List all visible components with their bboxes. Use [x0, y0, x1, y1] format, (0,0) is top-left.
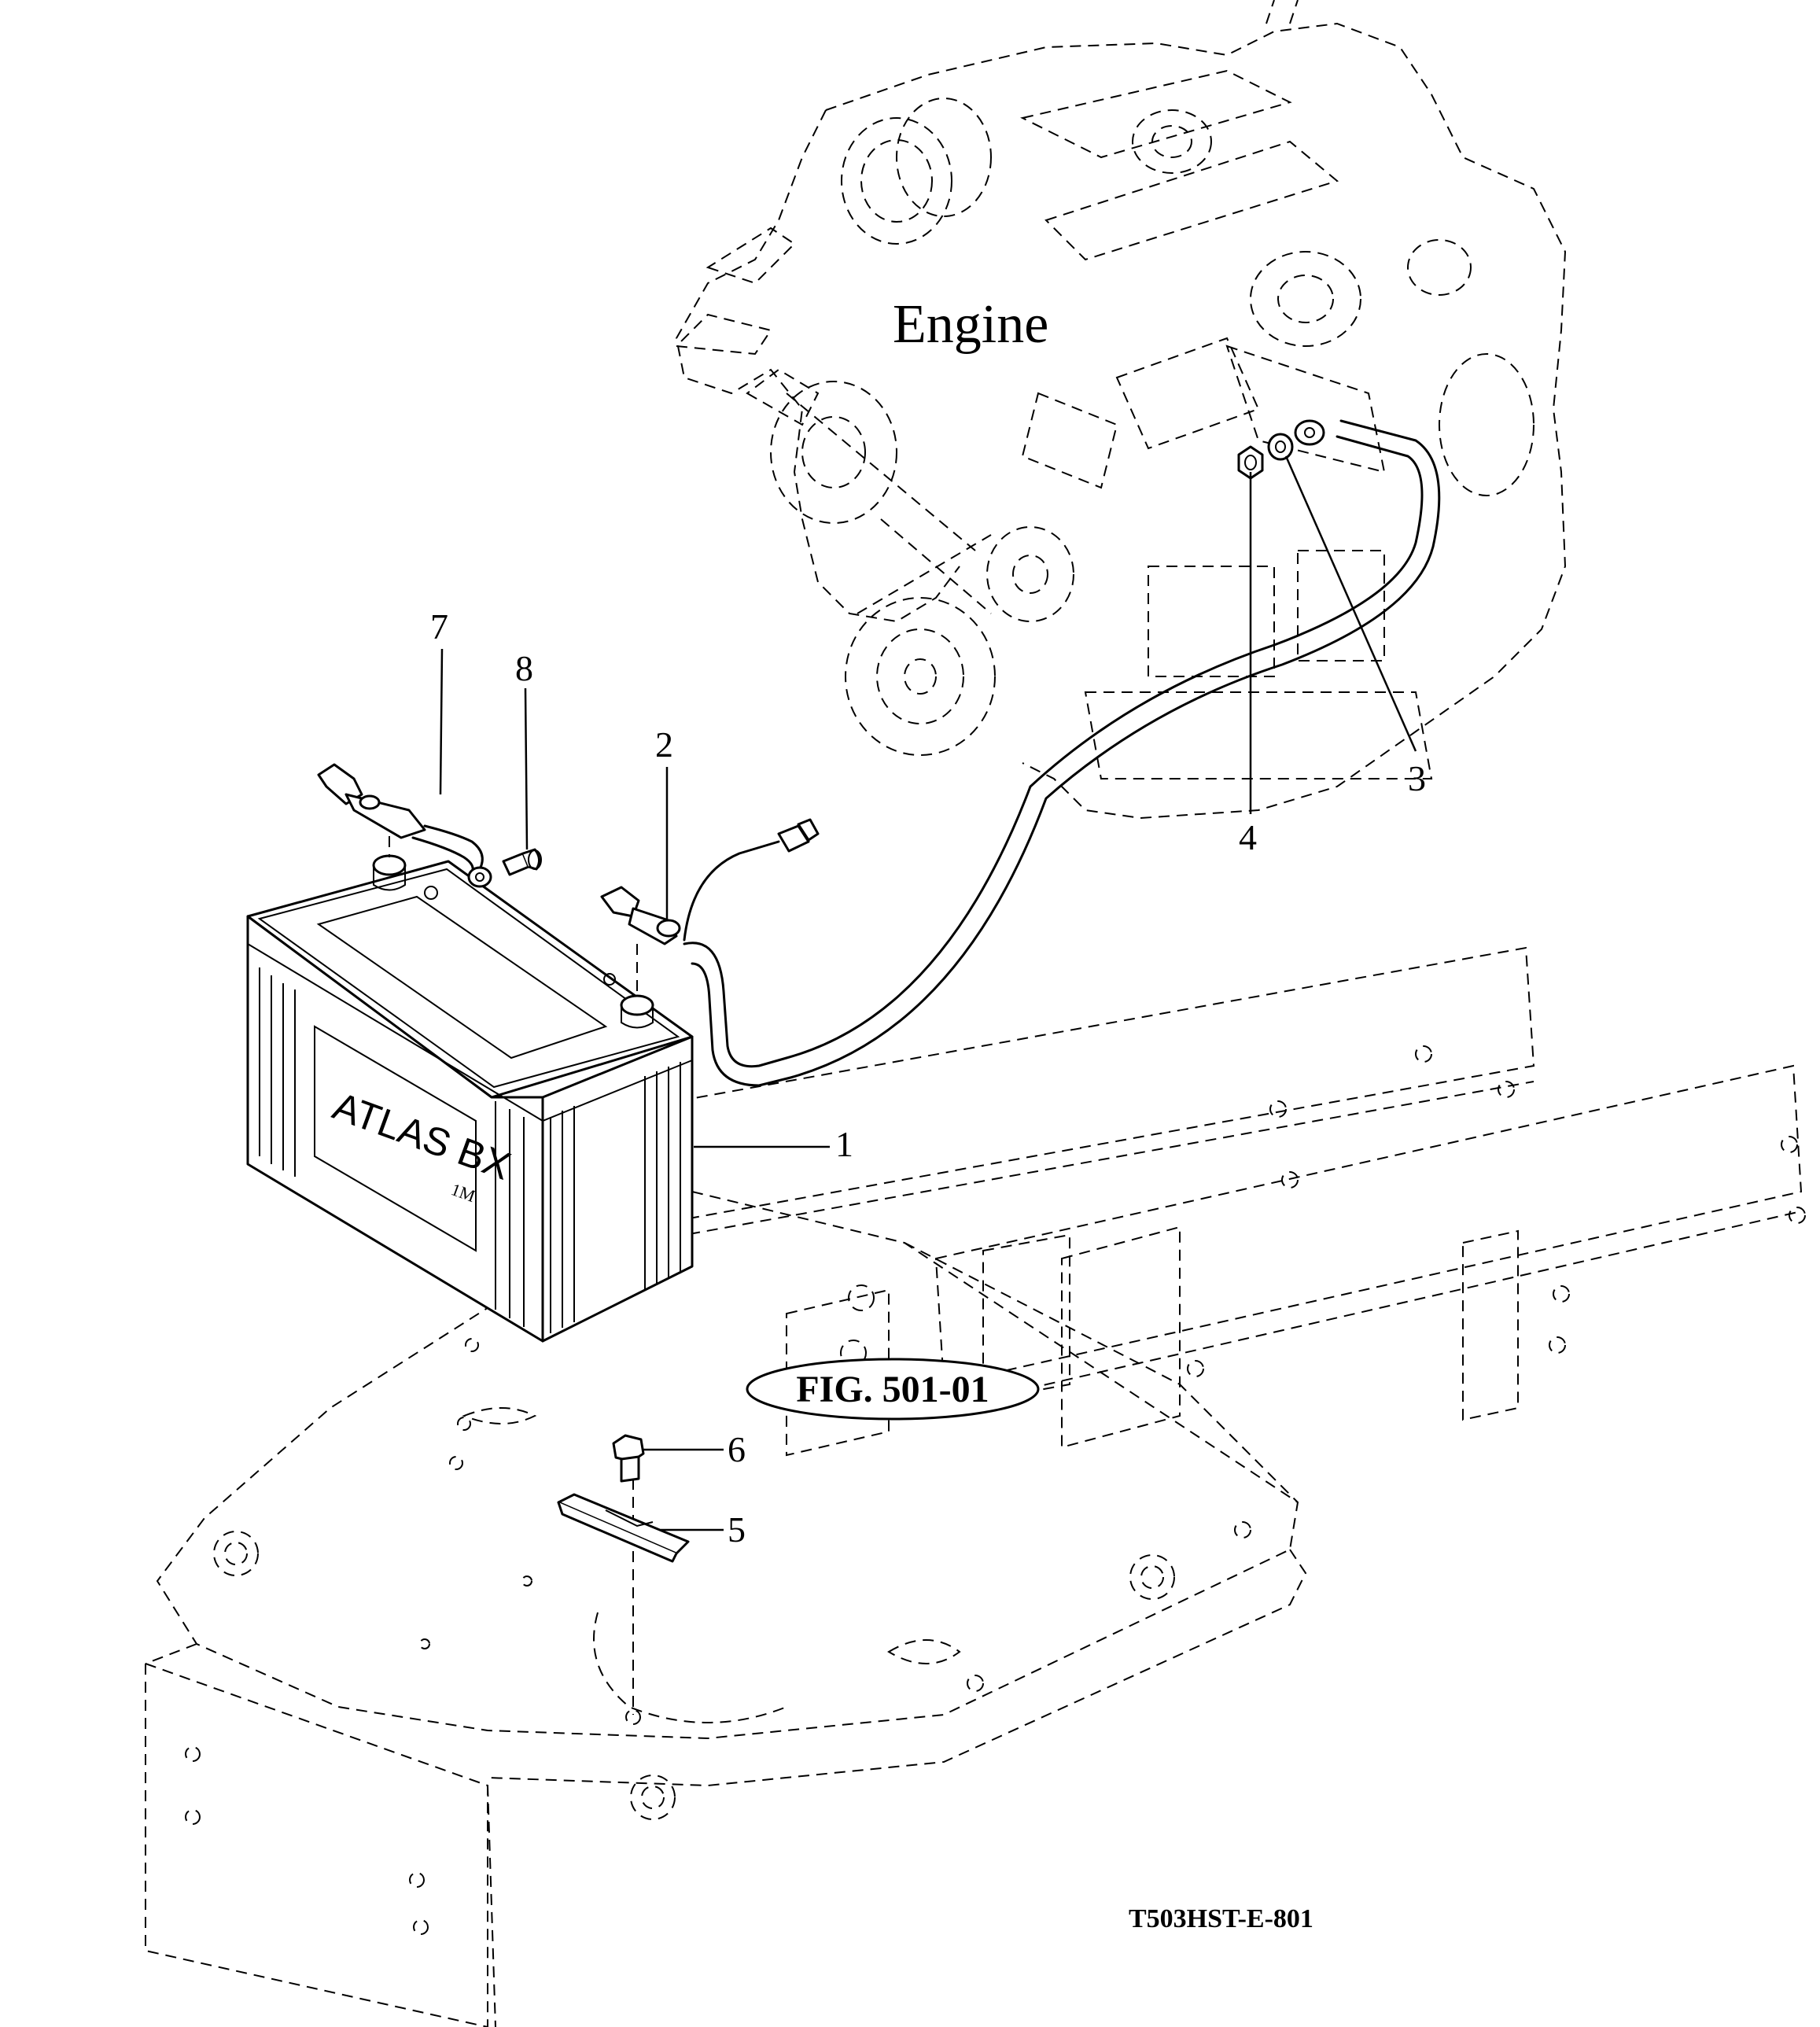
callout-3: 3 [1408, 758, 1426, 798]
callout-2: 2 [655, 724, 673, 765]
bolt-6 [612, 1434, 645, 1483]
bolt-8 [502, 848, 542, 876]
callout-numbers: 1 2 3 4 5 6 7 8 [430, 606, 1426, 1550]
engine-label-group: Engine [881, 283, 1109, 362]
drawing-number: T503HST-E-801 [1129, 1904, 1313, 1933]
nut-4 [1237, 445, 1264, 480]
washer-3 [1267, 433, 1294, 461]
engine-label: Engine [893, 294, 1048, 355]
callout-8: 8 [515, 648, 533, 688]
callout-5: 5 [728, 1509, 746, 1550]
callout-1: 1 [835, 1124, 853, 1164]
bracket-5 [557, 1493, 690, 1563]
callout-4: 4 [1239, 817, 1257, 857]
cable-7 [317, 763, 492, 888]
callout-7: 7 [430, 606, 448, 647]
callout-6: 6 [728, 1429, 746, 1469]
fig-reference-label: FIG. 501-01 [796, 1369, 989, 1410]
fig-reference-group: FIG. 501-01 [746, 1358, 1040, 1421]
cable-2 [600, 419, 1441, 1087]
battery: ATLAS BX 1M [246, 818, 694, 1343]
leader-lines [439, 455, 1417, 1531]
engine-outline [674, 0, 1567, 820]
